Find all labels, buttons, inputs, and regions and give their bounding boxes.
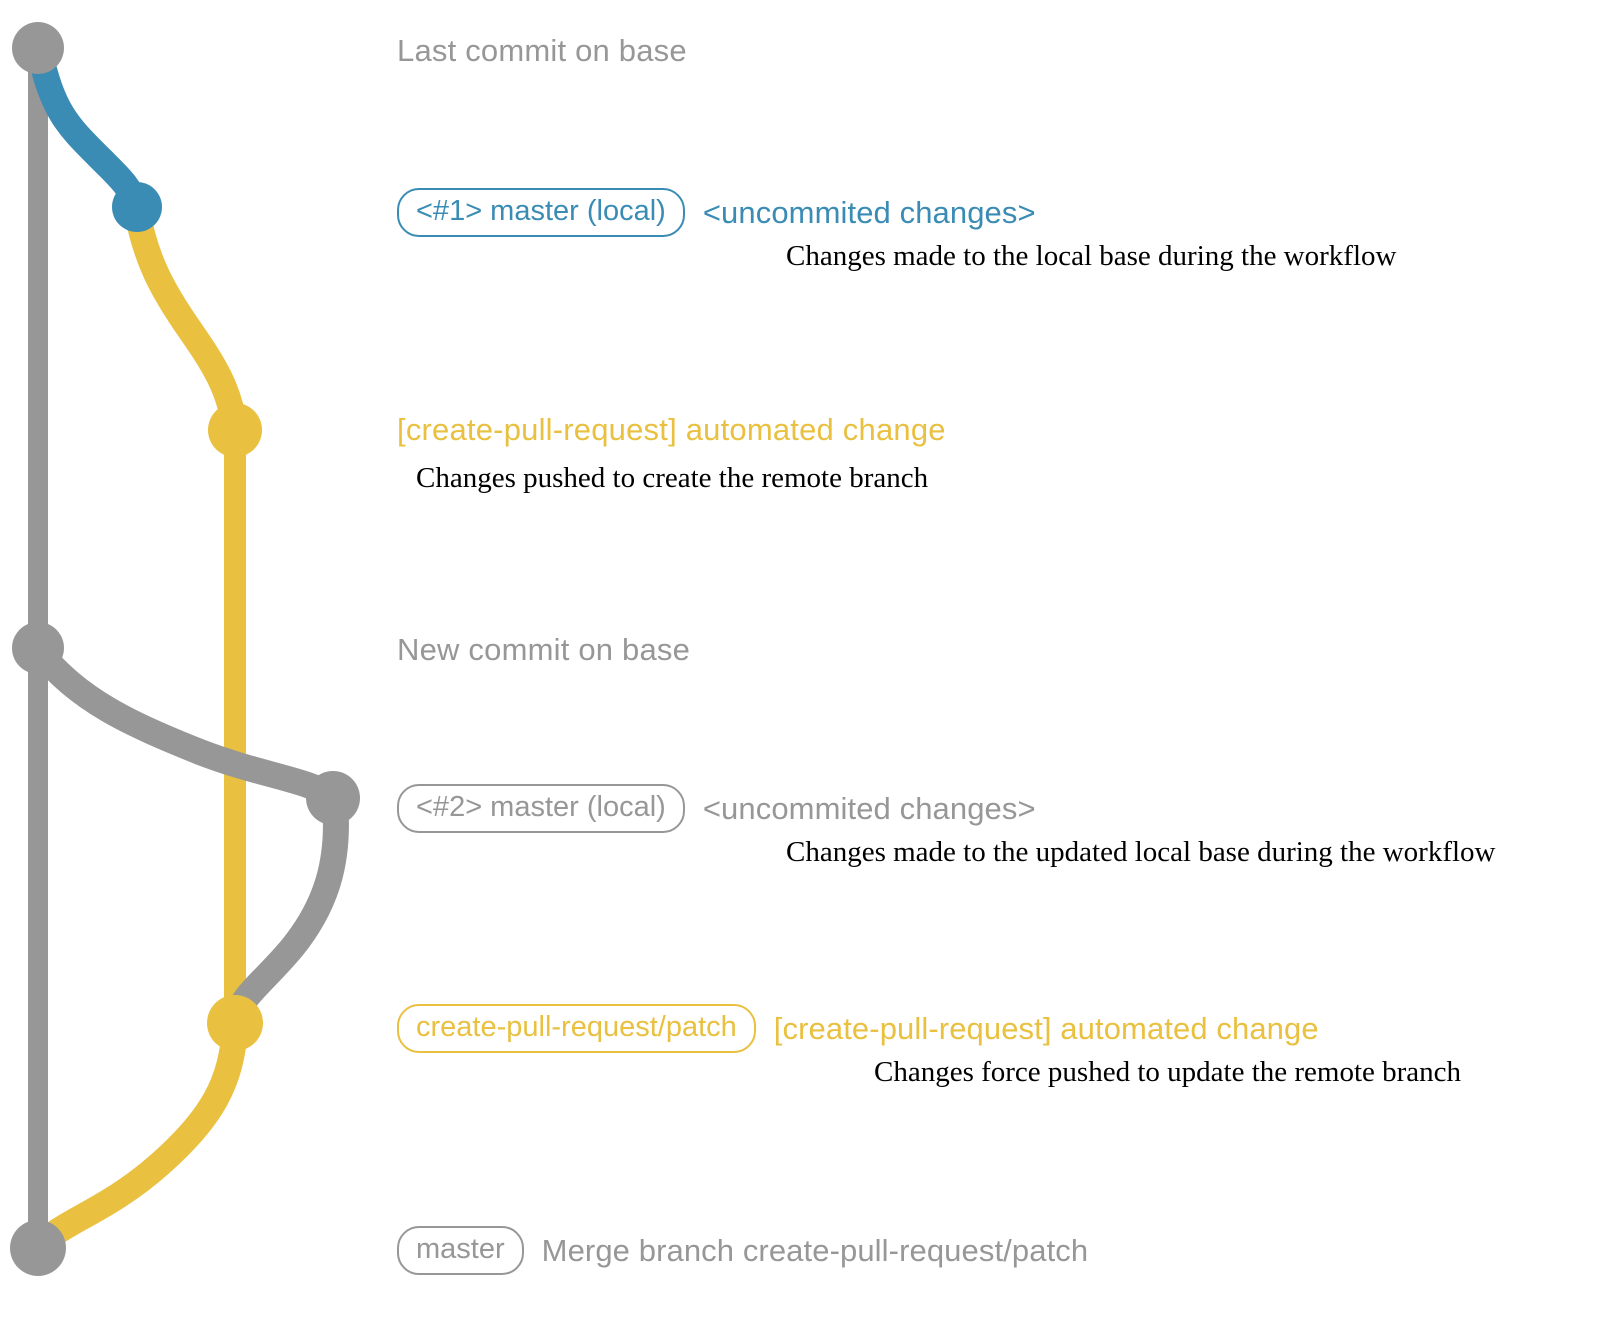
- row-local-2: <#2> master (local) <uncommited changes>: [397, 784, 1036, 833]
- row-merge: master Merge branch create-pull-request/…: [397, 1226, 1088, 1275]
- edge-patch-2-to-merge: [25, 1013, 248, 1261]
- edge-local-1-to-patch-1: [124, 197, 248, 443]
- row-local-1: <#1> master (local) <uncommited changes>: [397, 188, 1036, 237]
- commit-node-local-1[interactable]: [112, 182, 162, 232]
- row-patch-1: [create-pull-request] automated change: [397, 412, 946, 448]
- commit-node-merge[interactable]: [10, 1220, 66, 1276]
- commit-node-patch-1[interactable]: [208, 403, 262, 457]
- commit-node-base-last[interactable]: [12, 22, 64, 74]
- edge-base-new-to-local-2: [27, 639, 346, 811]
- commit-node-base-new[interactable]: [12, 622, 64, 674]
- badge-create-pull-request-patch[interactable]: create-pull-request/patch: [397, 1004, 756, 1053]
- description-local-2: Changes made to the updated local base d…: [786, 836, 1496, 868]
- commit-node-local-2[interactable]: [306, 771, 360, 825]
- description-local-1: Changes made to the local base during th…: [786, 240, 1397, 272]
- commit-node-patch-2[interactable]: [207, 995, 263, 1051]
- subject-uncommitted-changes-2: <uncommited changes>: [702, 790, 1036, 826]
- row-patch-2: create-pull-request/patch [create-pull-r…: [397, 1004, 1319, 1053]
- heading-automated-change-1: [create-pull-request] automated change: [397, 412, 946, 447]
- heading-new-commit-on-base: New commit on base: [397, 632, 691, 667]
- row-last-commit-on-base: Last commit on base: [397, 33, 687, 69]
- badge-master-local-2[interactable]: <#2> master (local): [397, 784, 685, 833]
- heading-last-commit-on-base: Last commit on base: [397, 33, 687, 68]
- row-new-commit-on-base: New commit on base: [397, 632, 690, 668]
- description-patch-1: Changes pushed to create the remote bran…: [416, 462, 929, 494]
- description-patch-2: Changes force pushed to update the remot…: [874, 1056, 1462, 1088]
- subject-merge-branch: Merge branch create-pull-request/patch: [541, 1232, 1089, 1268]
- badge-master-local-1[interactable]: <#1> master (local): [397, 188, 685, 237]
- subject-automated-change-2: [create-pull-request] automated change: [773, 1010, 1319, 1046]
- subject-uncommitted-changes-1: <uncommited changes>: [702, 194, 1036, 230]
- badge-master[interactable]: master: [397, 1226, 524, 1275]
